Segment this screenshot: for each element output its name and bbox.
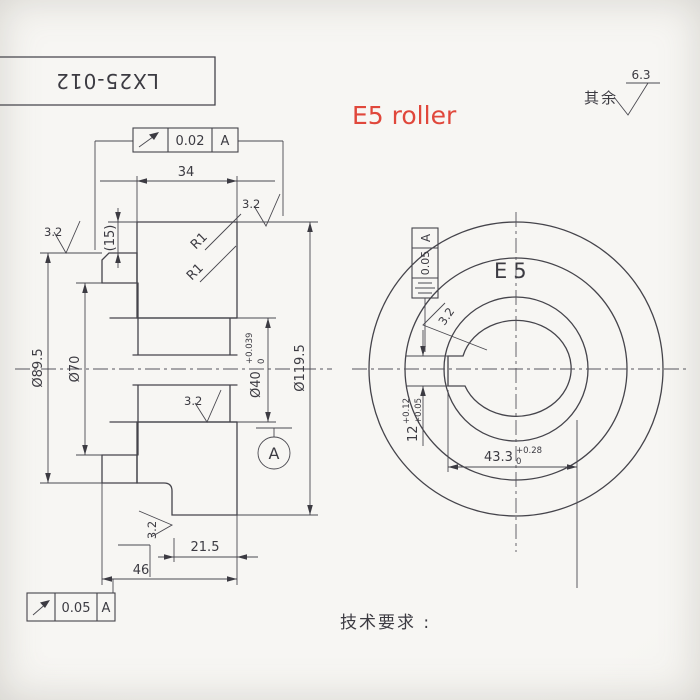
- circular-runout-icon-head: [40, 600, 50, 608]
- keyway-width-tol-upper: +0.12: [402, 398, 412, 424]
- surface-finish-icon: [53, 220, 81, 255]
- surface-rest-text: 其余: [584, 89, 618, 107]
- part-number: LX25-012: [55, 69, 159, 93]
- frame-dividers: [412, 247, 438, 279]
- surface-finish-icon: [194, 389, 222, 423]
- keyway-width-tol-lower: +0.05: [414, 398, 424, 424]
- surface-value: 3.2: [242, 197, 260, 211]
- fillet-label-2: R1: [184, 261, 207, 284]
- surface-value: 3.2: [44, 225, 62, 239]
- centerlines: [352, 212, 688, 552]
- product-label: E5 roller: [352, 101, 457, 130]
- bore-with-keyway: [447, 319, 572, 417]
- dim-total: 46: [133, 563, 150, 578]
- title-block-border: [0, 56, 216, 106]
- extension-lines: [40, 176, 318, 585]
- symmetry-frame: A 0.05: [411, 227, 439, 352]
- view-label: E5: [494, 259, 533, 283]
- frame-leader-lines: [94, 140, 284, 250]
- surface-rest-value: 6.3: [631, 68, 650, 82]
- keyway-width-dim: 12 +0.12 +0.05: [402, 398, 424, 442]
- frame-top-datum: A: [221, 134, 230, 149]
- dia-bore: Ø40: [249, 371, 264, 398]
- dia-outer: Ø119.5: [293, 344, 308, 391]
- surface-finish-icon: [422, 302, 488, 351]
- frame-dividers: [167, 128, 213, 152]
- dia-bore-group: Ø40 +0.039 0: [245, 333, 267, 398]
- surface-finish-icon: [138, 510, 174, 538]
- frame-datum: A: [419, 233, 433, 242]
- surface-finish-icon: [253, 193, 281, 227]
- dia-recess: Ø70: [68, 356, 83, 383]
- datum-letter: A: [269, 444, 280, 463]
- fillet-label-1: R1: [188, 230, 211, 253]
- dim-step: (15): [103, 225, 118, 252]
- hatch-upper-flange: [101, 252, 138, 284]
- keyway-depth-dim: 43.3 +0.28 0: [484, 446, 542, 467]
- datum-circle: [257, 436, 291, 470]
- dia-bore-tol-upper: +0.039: [245, 333, 255, 364]
- bore-and-keyway-lines: [109, 282, 238, 456]
- frame-bottom-datum: A: [102, 601, 111, 616]
- runout-frame-top: 0.02 A: [94, 127, 284, 250]
- frame-border: [132, 127, 239, 153]
- surface-mark-disc: 3.2: [242, 193, 281, 227]
- keyway-depth-tol-upper: +0.28: [516, 446, 542, 456]
- surface-mark-keyway: 3.2: [422, 302, 488, 351]
- frame-dividers: [54, 593, 98, 621]
- surface-value: 3.2: [435, 305, 457, 328]
- frame-bottom-value: 0.05: [62, 601, 91, 616]
- section-view: R1 R1 34 (15) Ø89.5 Ø70 Ø40 +0.039 0 Ø11…: [15, 127, 332, 622]
- dim-hub: 21.5: [191, 540, 220, 555]
- hatch-lower-disc: [136, 421, 238, 516]
- fillet-leader-lines: [199, 213, 242, 283]
- dia-flange: Ø89.5: [31, 348, 46, 387]
- hatch-lower-flange: [101, 454, 138, 484]
- runout-frame-bottom: 0.05 A: [26, 544, 151, 622]
- surface-mark-bore: 3.2: [184, 389, 222, 423]
- dimension-lines: [406, 330, 578, 588]
- frame-value: 0.05: [419, 251, 432, 276]
- surface-finish-icon: [613, 82, 660, 116]
- frame-border: [26, 592, 116, 622]
- dia-bore-tol-lower: 0: [257, 359, 267, 364]
- circular-runout-icon-head: [149, 132, 159, 140]
- surface-value: 3.2: [145, 521, 159, 539]
- surface-mark-step: 3.2: [138, 510, 174, 539]
- title-block: LX25-012: [0, 56, 216, 106]
- tech-requirements: 技术要求 :: [340, 613, 431, 633]
- symmetry-icon: [415, 282, 435, 294]
- end-view: 43.3 +0.28 0 12 +0.12 +0.05 A 0.05 3.2 E…: [352, 212, 688, 588]
- keyway-depth-tol-lower: 0: [516, 457, 521, 467]
- keyway-width: 12: [406, 425, 421, 442]
- dim-width: 34: [178, 165, 195, 180]
- surface-mark-flange: 3.2: [44, 220, 81, 255]
- dimension-lines: [47, 180, 311, 580]
- datum-connector: [256, 427, 292, 437]
- frame-leader-lines: [112, 544, 151, 593]
- datum-a: A: [256, 427, 292, 470]
- surface-value: 3.2: [184, 394, 202, 408]
- frame-top-value: 0.02: [176, 134, 205, 149]
- default-surface-finish: 其余 6.3: [584, 68, 660, 116]
- keyway-depth: 43.3: [484, 450, 513, 465]
